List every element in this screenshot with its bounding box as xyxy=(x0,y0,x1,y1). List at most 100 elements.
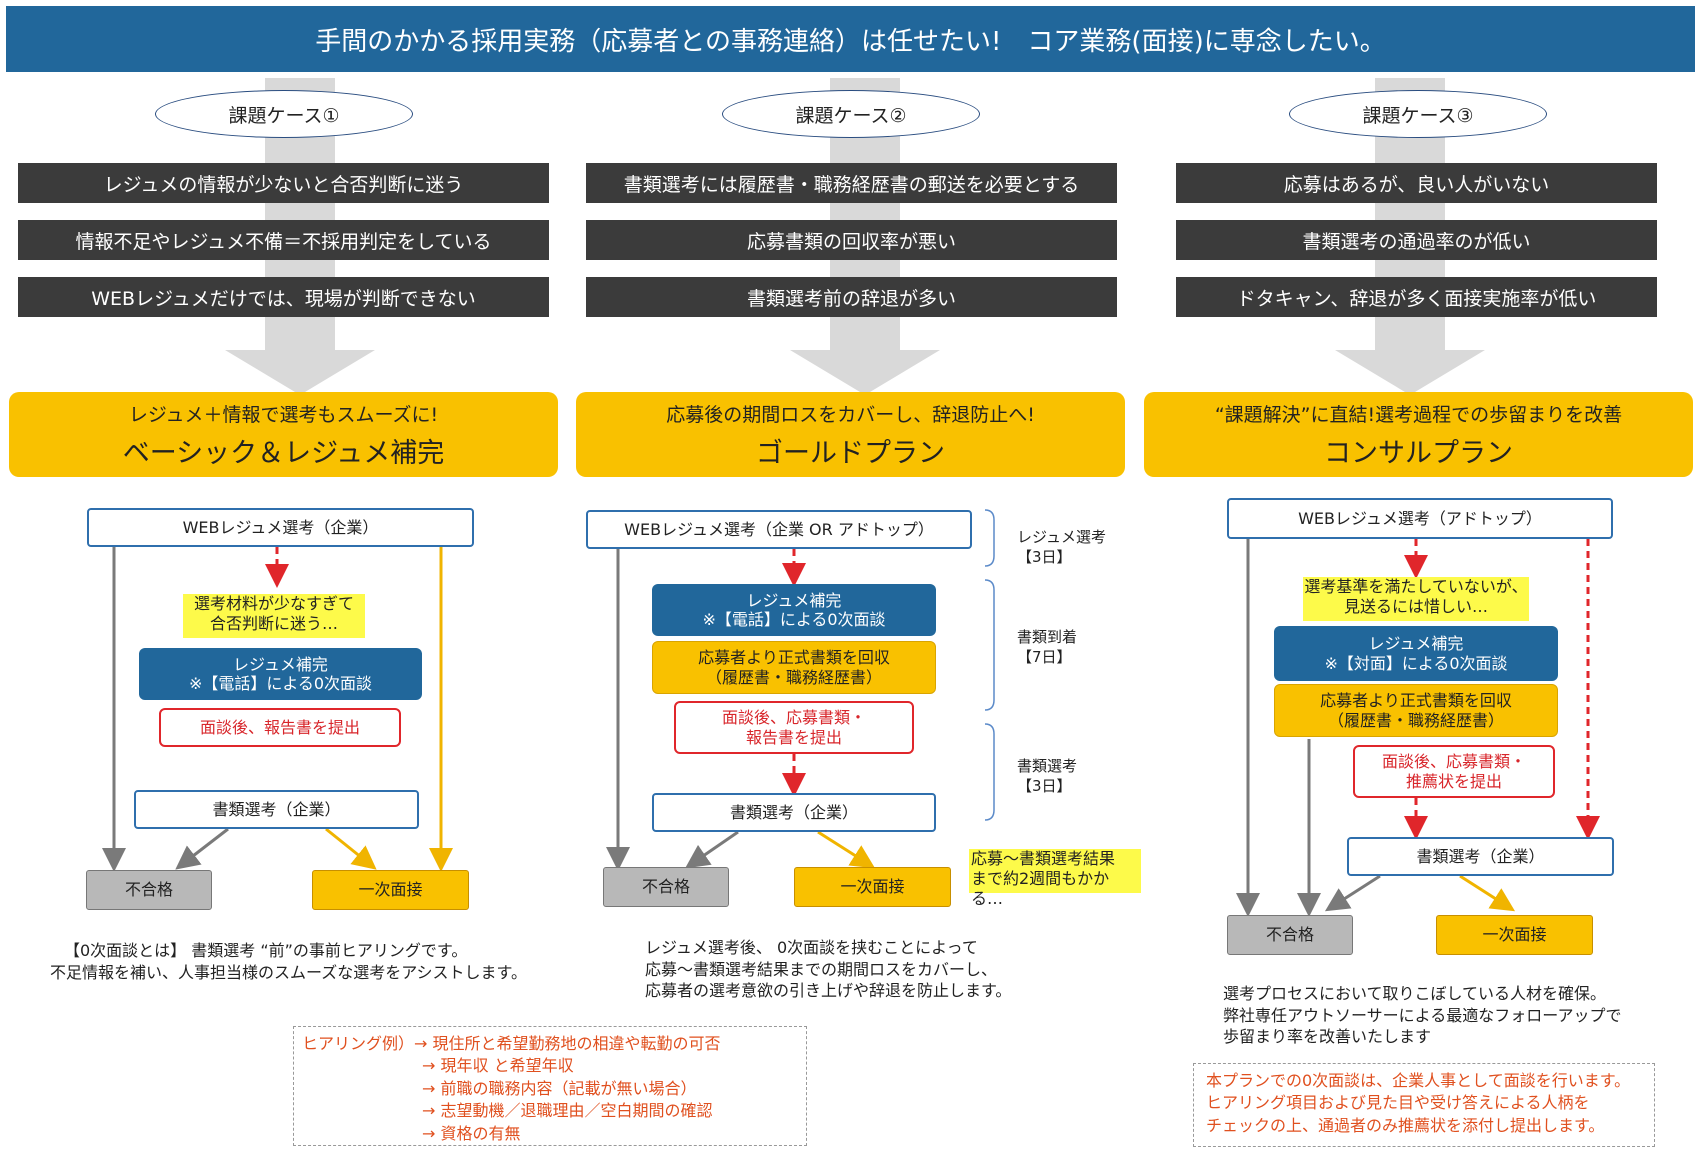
plan-name: ベーシック＆レジュメ補完 xyxy=(122,437,445,469)
plan-box-consult: “課題解決”に直結!選考過程での歩留まりを改善 コンサルプラン xyxy=(1144,392,1693,477)
plan-note-3: 選考プロセスにおいて取りこぼしている人材を確保。 弊社専任アウトソーサーによる最… xyxy=(1223,983,1693,1048)
period-label-doc: 書類選考 【3日】 xyxy=(1017,757,1077,796)
period-label-arrival: 書類到着 【7日】 xyxy=(1017,628,1077,667)
period-days: 【3日】 xyxy=(1017,776,1072,795)
supplement-title: レジュメ補完 xyxy=(1368,634,1464,654)
issue-2-2: 応募書類の回収率が悪い xyxy=(586,220,1117,260)
web-resume-screening: WEBレジュメ選考（企業 OR アドトップ） xyxy=(586,510,972,549)
hearing-item: → 前職の職務内容（記載が無い場合） xyxy=(422,1078,697,1098)
highlight-line: 選考材料が少なすぎて xyxy=(193,594,354,613)
supplement-title: レジュメ補完 xyxy=(746,590,842,610)
report-line: 報告書を提出 xyxy=(745,727,842,747)
period-days: 【3日】 xyxy=(1017,547,1072,566)
period-label-resume: レジュメ選考 【3日】 xyxy=(1017,528,1106,567)
issue-2-3: 書類選考前の辞退が多い xyxy=(586,277,1117,317)
connector-line xyxy=(685,830,739,869)
period-title: 書類到着 xyxy=(1017,628,1078,646)
resume-supplement-box: レジュメ補完 ※【電話】による0次面談 xyxy=(139,648,422,700)
document-screening-box: 書類選考（企業） xyxy=(652,793,936,832)
plan-subtitle: 応募後の期間ロスをカバーし、辞退防止へ! xyxy=(666,403,1035,426)
hearing-item: → 現年収 と希望年収 xyxy=(422,1056,574,1076)
issue-1-3: WEBレジュメだけでは、現場が判断できない xyxy=(18,277,549,317)
web-resume-screening: WEBレジュメ選考（企業） xyxy=(87,508,474,547)
report-submit-box: 面談後、報告書を提出 xyxy=(159,708,401,747)
bracket xyxy=(984,579,995,711)
report-line: 面談後、応募書類・ xyxy=(721,708,866,728)
recommendation-submit-box: 面談後、応募書類・ 推薦状を提出 xyxy=(1353,745,1555,798)
connector-line xyxy=(175,827,229,870)
consult-remark-box: 本プランでの0次面談は、企業人事として面談を行います。 ヒアリング項目および見た… xyxy=(1193,1063,1655,1147)
plan-box-gold: 応募後の期間ロスをカバーし、辞退防止へ! ゴールドプラン xyxy=(576,392,1125,477)
plan-name: コンサルプラン xyxy=(1324,437,1513,469)
note-line: 【0次面談とは】 書類選考 “前”の事前ヒアリングです。 xyxy=(64,941,468,960)
connector-line xyxy=(325,827,377,870)
connector-line xyxy=(1459,874,1516,912)
highlight-line: まで約2週間もかかる… xyxy=(971,869,1110,908)
collect-documents-box: 応募者より正式書類を回収 （履歴書・職務経歴書） xyxy=(1274,684,1558,737)
collect-detail: （履歴書・職務経歴書） xyxy=(705,667,882,687)
plan-name: ゴールドプラン xyxy=(756,437,945,469)
header-banner: 手間のかかる採用実務（応募者との事務連絡）は任せたい! コア業務(面接)に専念し… xyxy=(6,6,1695,72)
highlight-line: 応募〜書類選考結果 xyxy=(971,849,1116,868)
note-line: 不足情報を補い、人事担当様のスムーズな選考をアシストします。 xyxy=(50,962,527,982)
document-screening-box: 書類選考（企業） xyxy=(134,790,419,829)
highlight-note: 選考基準を満たしていないが、 見送るには惜しい… xyxy=(1303,577,1529,621)
highlight-line: 見送るには惜しい… xyxy=(1343,597,1488,616)
supplement-detail: ※【電話】による0次面談 xyxy=(702,610,886,629)
issue-1-1: レジュメの情報が少ないと合否判断に迷う xyxy=(18,163,549,203)
period-title: レジュメ選考 xyxy=(1017,528,1106,546)
result-fail: 不合格 xyxy=(1227,915,1353,955)
bracket xyxy=(984,509,995,567)
collect-documents-box: 応募者より正式書類を回収 （履歴書・職務経歴書） xyxy=(652,641,936,694)
report-line: 推薦状を提出 xyxy=(1405,771,1502,791)
supplement-detail: ※【対面】による0次面談 xyxy=(1324,653,1508,673)
note-line: レジュメ選考後、 0次面談を挟むことによって xyxy=(645,938,978,957)
document-screening-box: 書類選考（企業） xyxy=(1347,837,1614,876)
result-first-interview: 一次面接 xyxy=(1436,915,1593,955)
hearing-item: ヒアリング例）→ 現住所と希望勤務地の相違や転勤の可否 xyxy=(302,1034,721,1053)
highlight-line: 選考基準を満たしていないが、 xyxy=(1304,577,1528,596)
connector-line xyxy=(1324,874,1381,912)
resume-supplement-box: レジュメ補完 ※【電話】による0次面談 xyxy=(652,584,936,636)
remark-line: 本プランでの0次面談は、企業人事として面談を行います。 xyxy=(1206,1071,1631,1090)
issue-3-3: ドタキャン、辞退が多く面接実施率が低い xyxy=(1176,277,1657,317)
plan-subtitle: “課題解決”に直結!選考過程での歩留まりを改善 xyxy=(1214,403,1623,426)
supplement-detail: ※【電話】による0次面談 xyxy=(188,674,373,693)
result-first-interview: 一次面接 xyxy=(312,870,469,910)
hearing-item: → 志望動機／退職理由／空白期間の確認 xyxy=(422,1101,713,1121)
web-resume-screening: WEBレジュメ選考（アドトップ） xyxy=(1227,498,1613,539)
hearing-example-box: ヒアリング例）→ 現住所と希望勤務地の相違や転勤の可否 → 現年収 と希望年収 … xyxy=(293,1026,807,1146)
connector-line xyxy=(817,830,876,869)
issue-3-2: 書類選考の通過率のが低い xyxy=(1176,220,1657,260)
plan-note-2: レジュメ選考後、 0次面談を挟むことによって 応募〜書類選考結果までの期間ロスを… xyxy=(645,937,1145,1002)
issue-2-1: 書類選考には履歴書・職務経歴書の郵送を必要とする xyxy=(586,163,1117,203)
result-fail: 不合格 xyxy=(86,870,212,910)
plan-subtitle: レジュメ＋情報で選考もスムーズに! xyxy=(128,403,439,426)
plan-note-1: 【0次面談とは】 書類選考 “前”の事前ヒアリングです。 不足情報を補い、人事担… xyxy=(50,940,590,983)
remark-line: ヒアリング項目および見た目や受け答えによる人柄を xyxy=(1206,1093,1590,1113)
case-label-1: 課題ケース① xyxy=(155,90,413,138)
period-highlight: 応募〜書類選考結果 まで約2週間もかかる… xyxy=(969,849,1141,908)
report-line: 面談後、応募書類・ xyxy=(1381,752,1526,772)
period-title: 書類選考 xyxy=(1017,757,1078,775)
issue-3-1: 応募はあるが、良い人がいない xyxy=(1176,163,1657,203)
note-line: 応募〜書類選考結果までの期間ロスをカバーし、 xyxy=(645,959,998,979)
period-days: 【7日】 xyxy=(1017,647,1072,666)
collect-title: 応募者より正式書類を回収 xyxy=(698,648,890,668)
note-line: 選考プロセスにおいて取りこぼしている人材を確保。 xyxy=(1223,984,1607,1003)
resume-supplement-box: レジュメ補完 ※【対面】による0次面談 xyxy=(1274,626,1558,681)
hearing-item: → 資格の有無 xyxy=(422,1123,521,1143)
bracket xyxy=(984,723,995,821)
highlight-note: 選考材料が少なすぎて 合否判断に迷う… xyxy=(183,594,365,638)
collect-detail: （履歴書・職務経歴書） xyxy=(1327,710,1504,730)
report-submit-box: 面談後、応募書類・ 報告書を提出 xyxy=(674,701,914,754)
note-line: 歩留まり率を改善いたします xyxy=(1223,1027,1432,1047)
collect-title: 応募者より正式書類を回収 xyxy=(1320,691,1512,711)
highlight-line: 合否判断に迷う… xyxy=(209,614,338,633)
result-first-interview: 一次面接 xyxy=(794,867,951,907)
supplement-title: レジュメ補完 xyxy=(233,654,328,674)
case-label-2: 課題ケース② xyxy=(722,90,980,138)
note-line: 弊社専任アウトソーサーによる最適なフォローアップで xyxy=(1223,1005,1622,1025)
remark-line: チェックの上、通過者のみ推薦状を添付し提出します。 xyxy=(1206,1115,1605,1135)
